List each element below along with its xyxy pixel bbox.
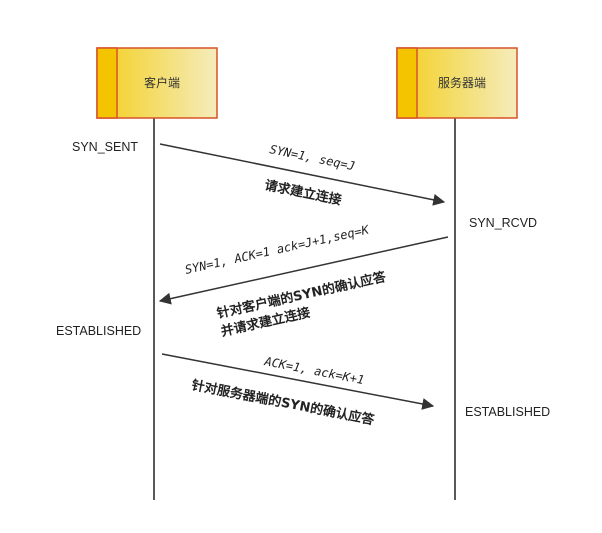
message-1-desc: 请求建立连接 — [263, 177, 343, 208]
server-state-established: ESTABLISHED — [465, 405, 550, 419]
message-2-arrow — [158, 236, 449, 305]
message-1-arrow — [159, 143, 446, 206]
message-3-desc: 针对服务器端的SYN的确认应答 — [189, 377, 376, 429]
server-state-syn-rcvd: SYN_RCVD — [469, 216, 537, 230]
client-actor-label: 客户端 — [144, 75, 180, 90]
client-state-established: ESTABLISHED — [56, 324, 141, 338]
message-2-params: SYN=1, ACK=1 ack=J+1,seq=K — [184, 222, 371, 276]
client-state-syn-sent: SYN_SENT — [72, 140, 138, 154]
server-actor-label: 服务器端 — [438, 75, 486, 90]
server-actor-box: 服务器端 — [396, 47, 518, 119]
client-actor-box: 客户端 — [96, 47, 218, 119]
message-3-arrow — [161, 353, 435, 410]
message-3-params: ACK=1, ack=K+1 — [262, 354, 365, 387]
